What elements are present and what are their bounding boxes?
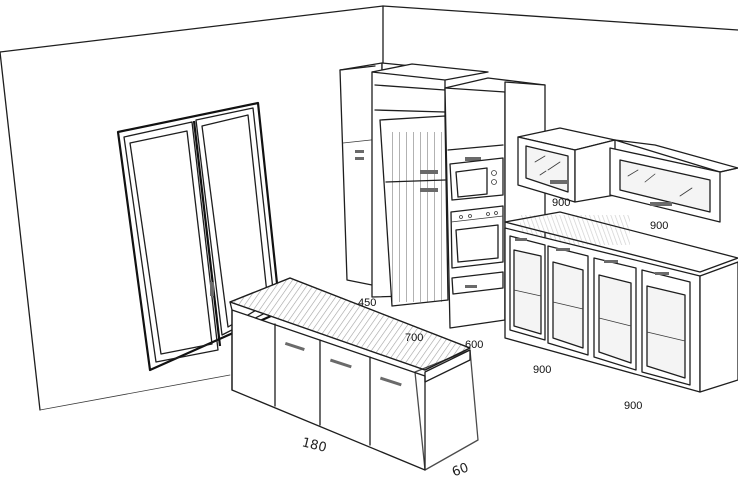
dimension-upper-left: 900: [552, 197, 570, 209]
dimension-peninsula-600: 600: [465, 339, 483, 351]
dimension-base-left: 900: [533, 364, 551, 376]
kitchen-island: [229, 277, 479, 471]
dimension-island-length: 180: [300, 435, 328, 456]
dimension-upper-right: 900: [650, 220, 668, 232]
dimension-island-depth: 60: [450, 460, 471, 480]
dimension-peninsula-450: 450: [358, 297, 376, 309]
dimension-labels: 900 900 900 900 450 700 600 180 60: [300, 197, 668, 480]
fridge-column: [371, 63, 489, 307]
dimension-peninsula-700: 700: [405, 332, 423, 344]
dimension-base-right: 900: [624, 400, 642, 412]
upper-wall-cabinets: [517, 127, 738, 223]
base-cabinets: [504, 211, 738, 393]
